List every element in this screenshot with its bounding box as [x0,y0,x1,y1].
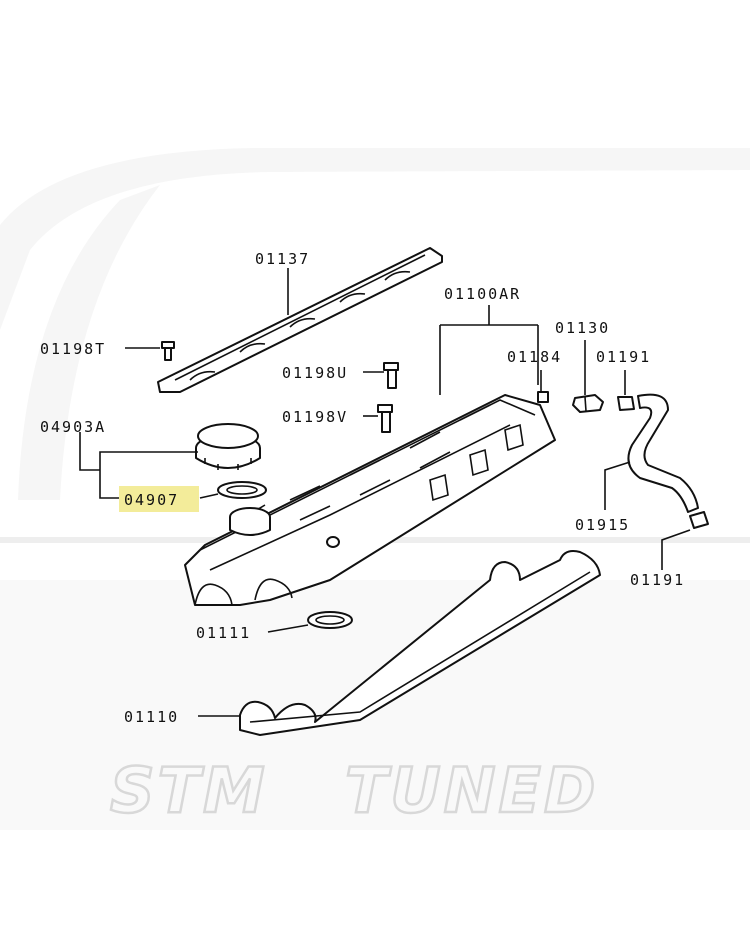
label-01198T: 01198T [40,340,106,358]
label-01191-lower: 01191 [630,571,685,589]
bolt-01198T [161,341,175,361]
cover-gasket-01110 [239,550,601,736]
label-01191-upper: 01191 [596,348,651,366]
leader-lines [79,268,691,717]
label-01915: 01915 [575,516,630,534]
bolt-01198U [383,362,399,389]
label-01198V: 01198V [282,408,348,426]
label-01110: 01110 [124,708,179,726]
hose-01915 [627,393,699,513]
label-01198U: 01198U [282,364,348,382]
hose-clamp-01191-upper [617,396,635,411]
label-01100AR: 01100AR [444,285,521,303]
label-01137: 01137 [255,250,310,268]
hose-clamp-01191-lower [689,511,709,529]
coil-cover-01137 [157,247,443,393]
label-01111: 01111 [196,624,251,642]
label-04903A: 04903A [40,418,106,436]
oil-cap-04903A [195,423,261,470]
bolt-01198V [377,404,393,433]
watermark-stm: STM [110,754,268,827]
watermark-tuned: TUNED [345,754,598,827]
label-01184: 01184 [507,348,562,366]
label-04907: 04907 [124,491,179,509]
pcv-valve-01130 [572,394,604,413]
cap-gasket-04907 [217,481,267,499]
rocker-cover-01100AR [184,391,556,606]
part-labels: 01137 01100AR 01130 01198T 01184 01191 0… [40,250,685,726]
highlight-04907 [119,486,199,512]
label-01130: 01130 [555,319,610,337]
plug-gasket-01111 [307,611,353,629]
